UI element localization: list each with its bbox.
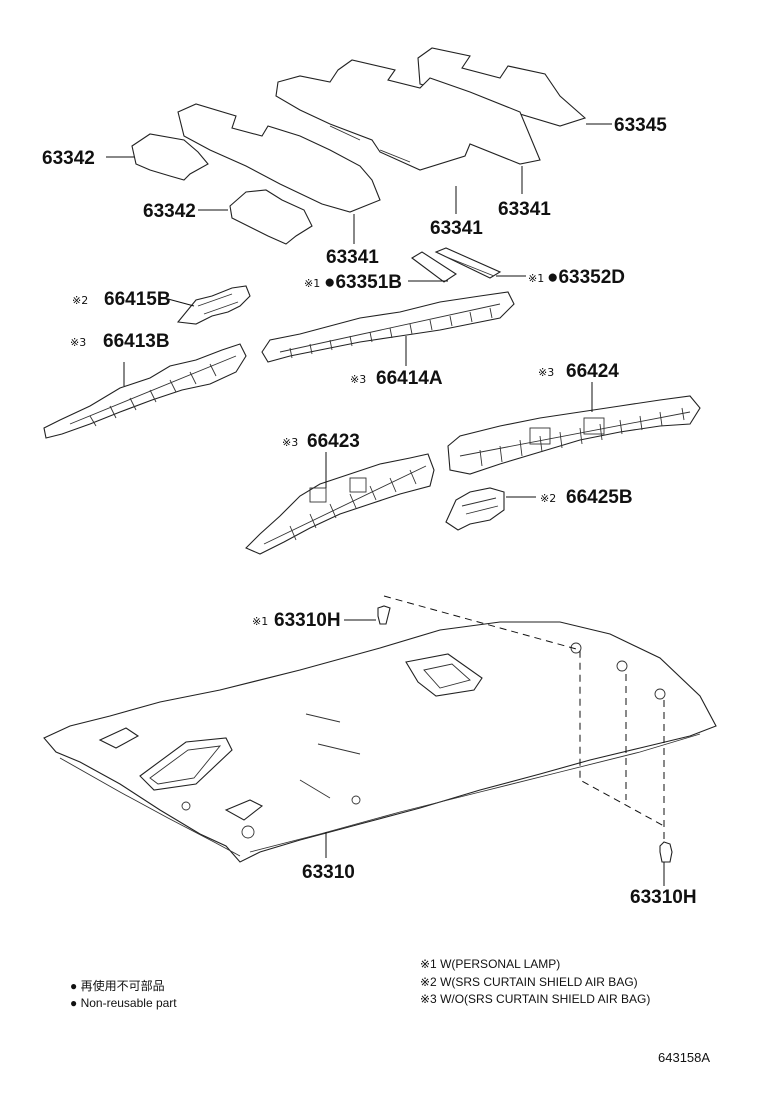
prefix-66424: ※3	[538, 366, 554, 379]
label-63341-left[interactable]: 63341	[326, 247, 379, 268]
label-66425B[interactable]: 66425B	[566, 487, 633, 508]
label-63341-right[interactable]: 63341	[498, 199, 551, 220]
bracket-66413B[interactable]	[43, 343, 247, 439]
label-63342-left[interactable]: 63342	[42, 148, 95, 169]
legend-non-reusable-jp: ● 再使用不可部品	[70, 978, 165, 993]
label-66414A[interactable]: 66414A	[376, 368, 443, 389]
bracket-66414A[interactable]	[261, 291, 515, 363]
bracket-66415B[interactable]	[176, 285, 251, 325]
legend-note-2: ※2 W(SRS CURTAIN SHIELD AIR BAG)	[420, 975, 638, 989]
bracket-66424[interactable]	[447, 395, 701, 475]
label-63310H-top[interactable]: 63310H	[274, 610, 341, 631]
pad-63341-lower[interactable]	[177, 103, 411, 213]
label-66413B[interactable]: 66413B	[103, 331, 170, 352]
label-66415B[interactable]: 66415B	[104, 289, 171, 310]
label-63310H-bottom[interactable]: 63310H	[630, 887, 697, 908]
prefix-66414A: ※3	[350, 373, 366, 386]
label-66424[interactable]: 66424	[566, 361, 619, 382]
figure-number: 643158A	[658, 1050, 710, 1065]
prefix-66425B: ※2	[540, 492, 556, 505]
label-63351B[interactable]: ●63351B	[324, 272, 402, 293]
legend-non-reusable-en: ● Non-reusable part	[70, 996, 177, 1010]
label-63342-center[interactable]: 63342	[143, 201, 196, 222]
label-63310[interactable]: 63310	[302, 862, 355, 883]
label-63352D[interactable]: ●63352D	[547, 267, 625, 288]
label-66423[interactable]: 66423	[307, 431, 360, 452]
headliner-63310[interactable]	[43, 621, 717, 863]
prefix-66415B: ※2	[72, 294, 88, 307]
prefix-63352D: ※1	[528, 272, 544, 285]
pad-63342-center[interactable]	[229, 189, 313, 245]
pad-63341-upper[interactable]	[275, 59, 541, 171]
prefix-63310H-top: ※1	[252, 615, 268, 628]
prefix-66413B: ※3	[70, 336, 86, 349]
label-63345[interactable]: 63345	[614, 115, 667, 136]
prefix-66423: ※3	[282, 436, 298, 449]
label-63341-center[interactable]: 63341	[430, 218, 483, 239]
pad-63352D[interactable]	[434, 247, 502, 279]
bracket-66425B[interactable]	[445, 487, 505, 531]
legend-note-1: ※1 W(PERSONAL LAMP)	[420, 957, 560, 971]
prefix-63351B: ※1	[304, 277, 320, 290]
pad-63351B[interactable]	[411, 251, 458, 283]
pad-63342-left[interactable]	[131, 133, 209, 181]
legend-note-3: ※3 W/O(SRS CURTAIN SHIELD AIR BAG)	[420, 992, 650, 1006]
clip-63310H-bottom[interactable]	[659, 841, 673, 863]
bracket-66423[interactable]	[245, 453, 435, 555]
clip-63310H-top[interactable]	[377, 605, 391, 625]
